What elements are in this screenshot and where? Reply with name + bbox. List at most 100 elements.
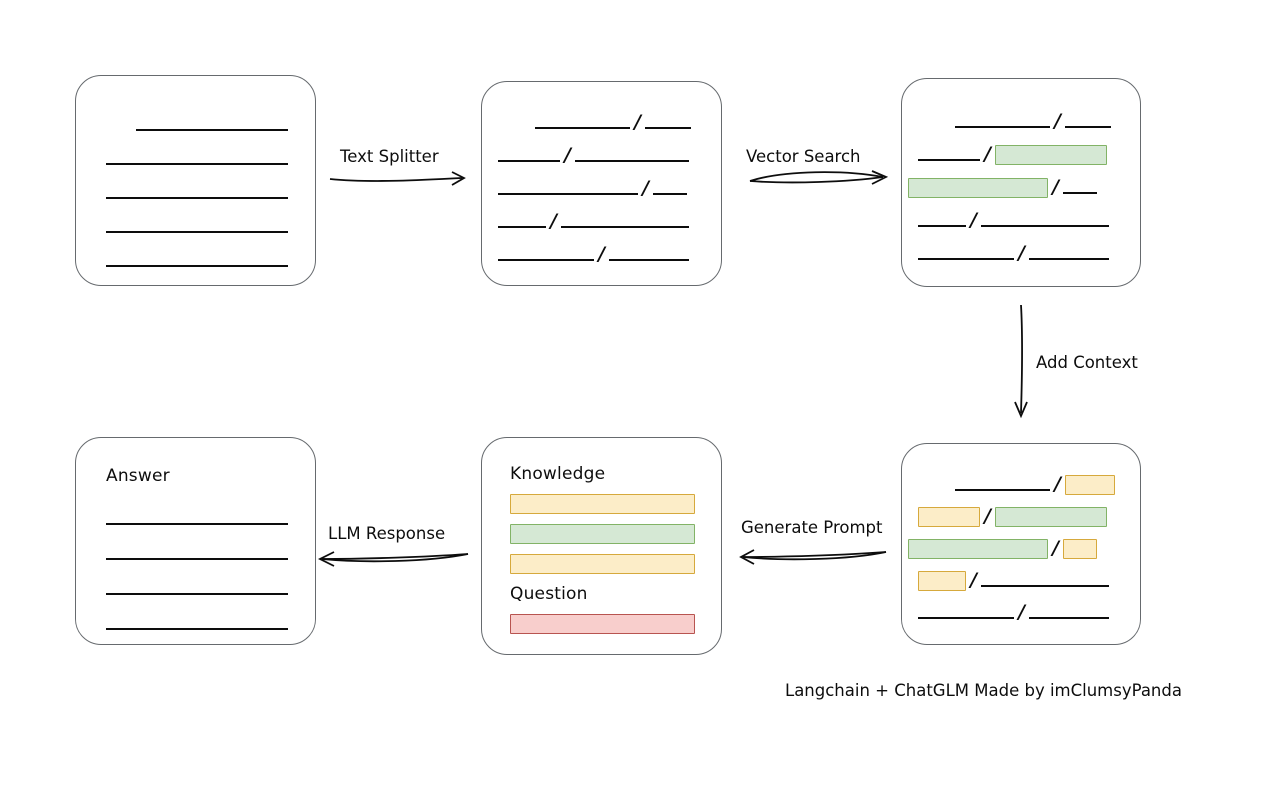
text-line-row [106,510,288,528]
text-line-row [106,150,288,168]
arrow-generate-prompt [739,549,887,565]
text-line-segment [980,585,1109,587]
knowledge-bars [510,494,695,584]
text-line-segment [918,258,1014,260]
slash-separator: / [1052,536,1059,559]
arrow-llm-response [317,551,469,567]
text-line-segment [106,523,288,525]
text-line-row: / [918,504,1107,527]
yellow-highlight-chip [1064,475,1115,495]
arrow-add-context [1014,304,1028,419]
text-line-segment [980,225,1109,227]
node-search-results[interactable]: / / / / / [901,78,1141,287]
text-line-segment [106,558,288,560]
text-line-row [106,545,288,563]
text-line-row: / [908,536,1097,559]
text-line-segment [1028,617,1109,619]
node-prompt[interactable]: Knowledge Question [481,437,722,655]
slash-separator: / [984,504,991,527]
text-line-row [106,615,288,633]
text-line-row: / [498,176,687,199]
text-line-segment [106,197,288,199]
question-bar [510,614,695,634]
edge-label-text-splitter: Text Splitter [340,147,439,166]
text-line-segment [106,628,288,630]
search-results-lines: / / / / / [902,79,1140,286]
slash-separator: / [970,568,977,591]
edge-label-vector-search: Vector Search [746,147,861,166]
text-line-segment [955,489,1050,491]
green-highlight-chip [908,539,1048,559]
text-line-segment [574,160,689,162]
text-line-segment [535,127,630,129]
split-chunks-lines: / / / / / [482,82,721,285]
text-line-segment [498,193,638,195]
knowledge-bar [510,554,695,574]
slash-separator: / [642,176,649,199]
edge-label-llm-response: LLM Response [328,524,446,543]
arrow-text-splitter [329,171,466,186]
green-highlight-chip [994,507,1107,527]
text-line-row: / [908,175,1097,198]
slash-separator: / [598,242,605,265]
context-added-lines: / / / / / [902,444,1140,644]
slash-separator: / [1018,600,1025,623]
footer-credit: Langchain + ChatGLM Made by imClumsyPand… [785,681,1182,700]
text-line-segment [608,259,689,261]
slash-separator: / [564,143,571,166]
knowledge-bar [510,524,695,544]
text-line-segment [498,259,594,261]
text-line-row [106,580,288,598]
text-line-segment [106,265,288,267]
text-line-segment [644,127,691,129]
text-line-segment [955,126,1050,128]
text-line-row [106,252,288,270]
text-line-row [136,116,288,134]
text-line-row: / [955,472,1115,495]
text-line-segment [106,231,288,233]
text-line-row: / [498,143,689,166]
slash-separator: / [550,209,557,232]
node-context-added-chunks[interactable]: / / / / / [901,443,1141,645]
text-line-row: / [535,112,691,132]
text-line-segment [106,163,288,165]
text-line-row: / [498,242,689,265]
yellow-highlight-chip [918,507,980,527]
text-line-row: / [918,600,1109,623]
question-label: Question [510,584,588,604]
yellow-highlight-chip [918,571,966,591]
edge-label-add-context: Add Context [1036,353,1138,372]
text-line-segment [498,226,546,228]
text-line-row: / [918,208,1109,231]
edge-label-generate-prompt: Generate Prompt [741,518,883,537]
slash-separator: / [1018,241,1025,264]
text-line-segment [918,225,966,227]
slash-separator: / [984,142,991,165]
knowledge-bar [510,494,695,514]
text-line-row: / [918,142,1107,165]
slash-separator: / [1052,175,1059,198]
answer-lines [76,438,315,644]
arrow-vector-search [749,170,889,185]
answer-label: Answer [106,466,170,486]
node-source-document[interactable] [75,75,316,286]
text-line-segment [136,129,288,131]
yellow-highlight-chip [1062,539,1097,559]
text-line-segment [1028,258,1109,260]
node-answer[interactable]: Answer [75,437,316,645]
slash-separator: / [1054,472,1061,495]
green-highlight-chip [994,145,1107,165]
text-line-row: / [498,209,689,232]
text-line-row: / [918,241,1109,264]
text-line-segment [106,593,288,595]
node-split-chunks[interactable]: / / / / / [481,81,722,286]
green-highlight-chip [908,178,1048,198]
source-document-lines [76,76,315,285]
text-line-row: / [955,111,1111,131]
text-line-row [106,184,288,202]
text-line-segment [1064,126,1111,128]
text-line-segment [1062,192,1097,194]
text-line-segment [918,617,1014,619]
slash-separator: / [970,208,977,231]
